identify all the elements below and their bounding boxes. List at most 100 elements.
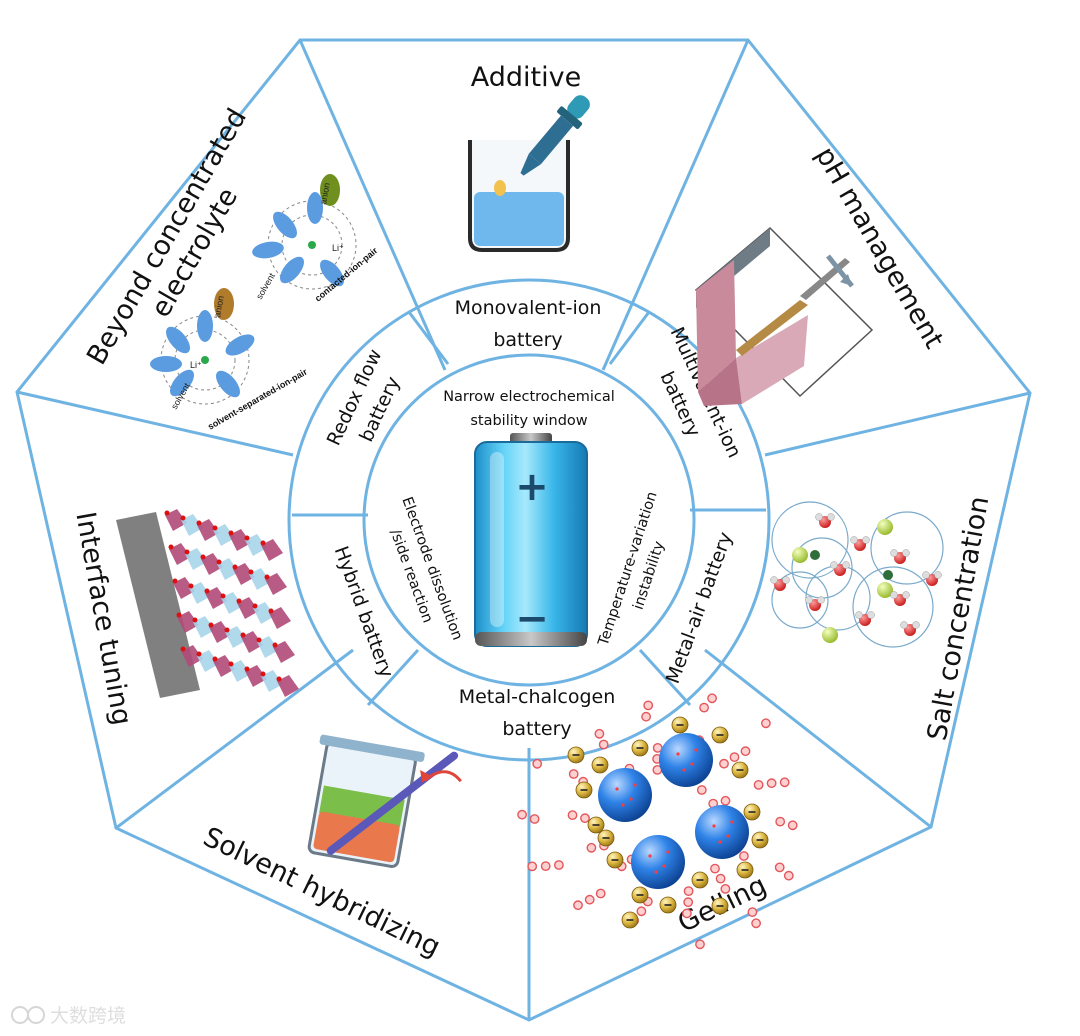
watermark-text: 大数跨境 [50,1005,126,1027]
oxygen-atom [212,525,218,531]
oxygen-atom [268,608,274,614]
oxygen-atom [224,627,230,633]
contacted-ion-pair-label: contacted-ion-pair [313,245,380,303]
polymer-bead [594,728,605,739]
polymer-bead [595,888,606,899]
solvation-shell [771,571,829,629]
water-hydrogen [922,571,930,579]
oxygen-atom [220,593,226,599]
oxygen-atom [216,559,222,565]
polymer-bead [554,860,564,870]
lattice-tile [261,539,283,561]
water-hydrogen [817,596,825,604]
polymer-bead [720,884,731,894]
oxygen-atom [228,530,234,536]
polymer-bead [532,758,543,769]
lattice-tile [241,631,263,653]
lattice-tile [233,563,255,585]
water-hydrogen [890,549,898,557]
ring-redox: Redox flow battery [323,346,405,449]
lattice-tile [209,621,231,643]
anion-ball [877,582,893,598]
oxygen-atom [252,603,258,609]
polymer-bead [774,862,785,873]
oxygen-atom [196,651,202,657]
water-hydrogen [770,576,778,584]
polymer-bead [586,842,597,853]
lattice-tile [273,641,295,663]
lattice-tile [249,568,271,590]
polymer-bead [540,861,551,871]
core-left: Electrode dissolution /side reaction [387,495,465,643]
lattice-tile [197,650,219,672]
positive-charge [633,783,637,787]
polymer-bead [695,939,705,950]
polymer-bead [751,918,761,929]
polymer-bead [715,873,726,884]
lattice-tile [225,626,247,648]
lattice-tile [229,660,251,682]
positive-charge [662,864,666,868]
oxygen-atom [172,578,178,584]
beaker-dropper-icon [468,95,590,252]
polymer-bead [527,861,538,872]
lattice-tile [201,553,223,575]
water-hydrogen [867,611,875,619]
gel-sphere [659,733,713,787]
polymer-bead [517,809,527,820]
polymer-bead [683,897,694,908]
anion-ball [792,547,808,563]
positive-charge [615,787,619,791]
positive-charge [666,850,670,854]
water-hydrogen [782,576,790,584]
water-hydrogen [912,621,920,629]
solvent-label-top: solvent [254,271,277,301]
polymer-bead [739,851,749,861]
outer-frame [15,38,1032,1022]
lattice-tile [265,573,287,595]
polymer-bead [753,780,764,790]
battery-icon: + − [474,433,588,647]
oxygen-atom [184,549,190,555]
inner-ring [287,278,771,762]
gel-sphere [631,835,685,889]
positive-charge [718,840,722,844]
polymer-bead [643,700,654,711]
label-additive: Additive [471,62,581,93]
polymer-bead [529,814,540,824]
oxygen-atom [260,540,266,546]
polymer-bead [573,900,583,911]
water-hydrogen [900,621,908,629]
polymer-bead [761,718,771,729]
polymer-bead [783,870,794,881]
polymer-bead [598,739,609,750]
ring-chalcogen-line1: Metal-chalcogen [459,686,616,708]
core-top-line1: Narrow electrochemical [443,389,615,405]
oxygen-atom [236,598,242,604]
solvent-beaker-icon [307,734,462,868]
lattice-tile [213,655,235,677]
positive-charge [682,768,686,772]
lattice-tile [173,577,195,599]
polymer-bead [567,810,578,820]
positive-charge [648,854,652,858]
lattice-tile [213,524,235,546]
lattice-tile [221,592,243,614]
water-hydrogen [842,561,850,569]
lattice-tile [193,616,215,638]
oxygen-atom [180,515,186,521]
water-hydrogen [850,536,858,544]
oxygen-atom [244,535,250,541]
ring-monovalent-line1: Monovalent-ion [455,297,602,319]
solvation-shell [870,511,944,585]
water-hydrogen [902,591,910,599]
oxygen-atom [200,554,206,560]
label-salt-text: Salt concentration [922,494,995,743]
water-hydrogen [805,596,813,604]
polymer-bead [636,906,647,917]
water-hydrogen [830,561,838,569]
polymer-bead [568,769,579,779]
polymer-bead [696,785,707,795]
gel-sphere [695,805,749,859]
